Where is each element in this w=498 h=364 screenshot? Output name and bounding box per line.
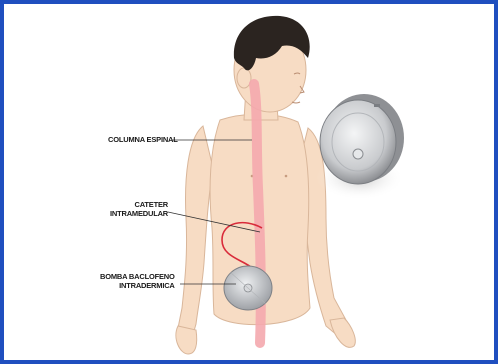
label-catheter-line2: INTRAMEDULAR [110, 209, 168, 218]
label-pump-line1: BOMBA BACLOFENO [100, 272, 175, 281]
label-spine: COLUMNA ESPINAL [108, 135, 178, 144]
external-pump-device [316, 94, 404, 200]
label-pump-line2: INTRADERMICA [100, 281, 175, 290]
label-pump: BOMBA BACLOFENO INTRADERMICA [100, 272, 175, 290]
label-catheter-line1: CATETER [110, 200, 168, 209]
illustration [8, 8, 498, 364]
label-catheter: CATETER INTRAMEDULAR [110, 200, 168, 218]
implanted-pump [224, 266, 272, 310]
